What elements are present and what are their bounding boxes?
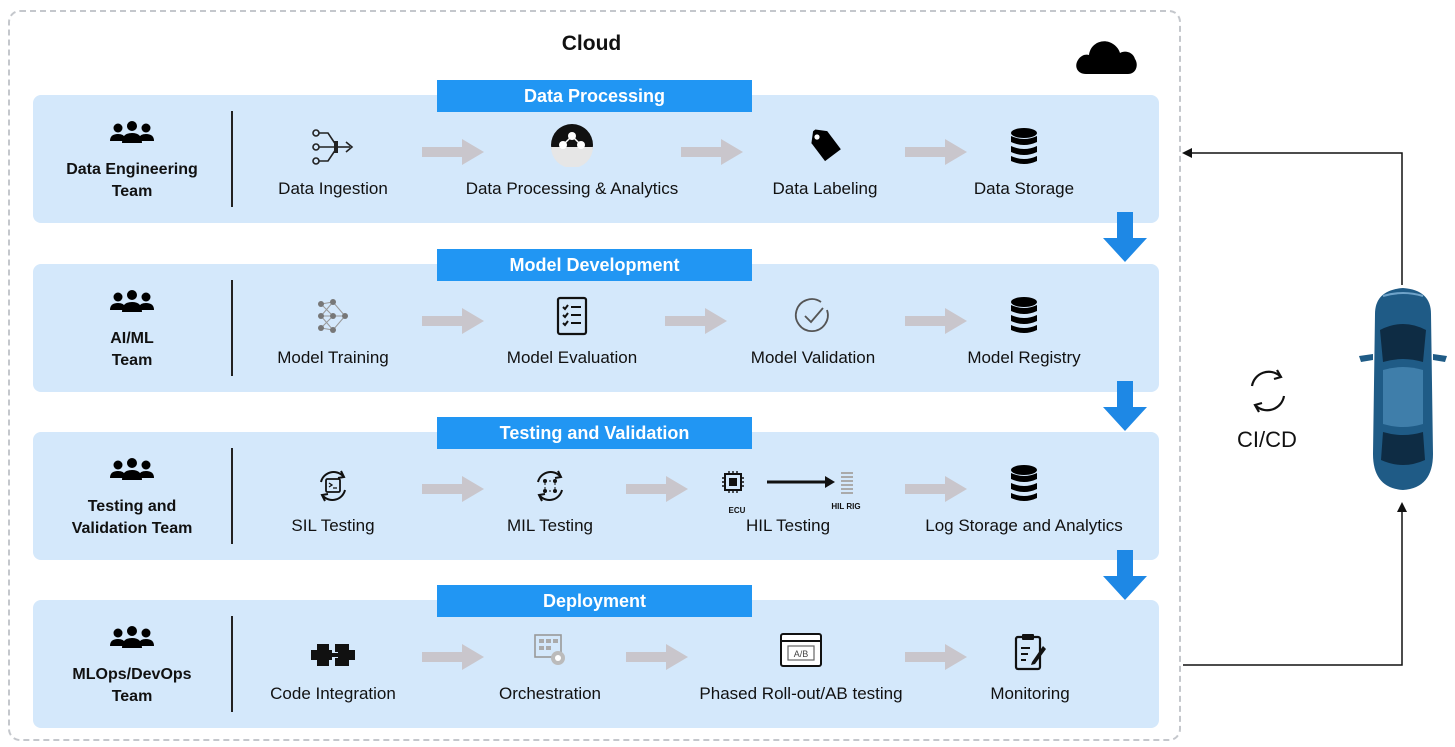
car-icon [1359, 288, 1447, 490]
team-icon [110, 458, 154, 480]
flow-arrow [422, 308, 484, 334]
tag-icon [811, 129, 841, 162]
step-code-integration: Code Integration [250, 600, 416, 728]
refresh-cycle-icon [1250, 369, 1286, 413]
database-icon [1011, 297, 1037, 333]
stage-testing-validation: Testing and Validation Testing and Valid… [33, 417, 1159, 560]
stage-title: Data Processing [437, 80, 752, 112]
divider [231, 616, 233, 712]
step-label: Monitoring [990, 684, 1070, 703]
puzzle-integration-icon [311, 644, 355, 666]
database-icon [1011, 465, 1037, 501]
team-icon [110, 121, 154, 143]
step-data-processing-analytics: Data Processing & Analytics [439, 95, 705, 223]
step-phased-rollout: A/B Phased Roll-out/AB testing [676, 600, 926, 728]
team-data-engineering: Data Engineering Team [33, 95, 231, 223]
team-icon [110, 626, 154, 648]
team-label: AI/ML Team [110, 330, 154, 369]
flow-arrow [626, 476, 688, 502]
step-data-labeling: Data Labeling [743, 95, 907, 223]
step-label: HIL Testing [745, 516, 831, 535]
checklist-icon [556, 296, 588, 336]
funnel-merge-icon [312, 129, 354, 165]
flow-arrow [905, 644, 967, 670]
stage-down-arrow [1103, 212, 1147, 262]
stage-model-development: Model Development AI/ML Team Model Train… [33, 249, 1159, 392]
step-label: Data Labeling [772, 179, 878, 198]
neural-network-icon [318, 299, 348, 333]
ecu-chip-icon [722, 471, 853, 494]
step-mil-testing: MIL Testing [479, 432, 621, 560]
cloud-title: Cloud [561, 32, 622, 55]
step-monitoring: Monitoring [963, 600, 1097, 728]
team-mlops-devops: MLOps/DevOps Team [33, 600, 231, 728]
flow-arrow [905, 139, 967, 165]
ab-test-window-icon: A/B [780, 633, 822, 667]
step-model-evaluation: Model Evaluation [473, 264, 671, 392]
step-label: Model Registry [967, 348, 1081, 367]
step-label: Orchestration [498, 684, 602, 703]
step-orchestration: Orchestration [479, 600, 621, 728]
team-icon [110, 290, 154, 312]
step-label: Log Storage and Analytics [925, 516, 1123, 535]
stage-data-processing: Data Processing Data Engineering Team Da… [33, 80, 1159, 223]
sil-cycle-icon [320, 470, 346, 502]
analytics-lens-icon [551, 124, 593, 167]
flow-arrow [422, 644, 484, 670]
step-hil-testing: ECU HIL RIG HIL Testing [703, 432, 873, 560]
clipboard-edit-icon [1014, 634, 1046, 671]
hil-rig-label: HIL RIG [831, 502, 861, 511]
mil-cycle-icon [537, 470, 563, 502]
step-label: Data Storage [973, 179, 1075, 198]
step-data-ingestion: Data Ingestion [250, 95, 416, 223]
step-log-storage-analytics: Log Storage and Analytics [891, 432, 1157, 560]
stage-title: Testing and Validation [437, 417, 752, 449]
cloud-icon [1076, 41, 1137, 74]
flow-arrow [665, 308, 727, 334]
step-label: Model Evaluation [506, 348, 638, 367]
flow-arrow [422, 476, 484, 502]
stage-down-arrow [1103, 550, 1147, 600]
stage-down-arrow [1103, 381, 1147, 431]
team-testing-validation: Testing and Validation Team [33, 432, 231, 560]
stage-title: Model Development [437, 249, 752, 281]
step-label: Data Ingestion [278, 179, 388, 198]
svg-text:A/B: A/B [794, 649, 809, 659]
step-label: Phased Roll-out/AB testing [699, 684, 903, 703]
step-data-storage: Data Storage [950, 95, 1098, 223]
step-label: Code Integration [270, 684, 396, 703]
flow-arrow [422, 139, 484, 165]
step-model-registry: Model Registry [944, 264, 1104, 392]
step-model-validation: Model Validation [725, 264, 901, 392]
step-model-training: Model Training [250, 264, 416, 392]
flow-arrow [905, 308, 967, 334]
team-ai-ml: AI/ML Team [33, 264, 231, 392]
database-icon [1011, 128, 1037, 164]
team-label: Data Engineering Team [66, 161, 198, 200]
step-label: Model Training [277, 348, 389, 367]
cicd-label: CI/CD [1237, 427, 1297, 452]
check-circle-icon [794, 298, 829, 332]
stage-title: Deployment [437, 585, 752, 617]
step-sil-testing: SIL Testing [263, 432, 403, 560]
stage-deployment: Deployment MLOps/DevOps Team Code Integr… [33, 585, 1159, 728]
flow-arrow [905, 476, 967, 502]
divider [231, 448, 233, 544]
divider [231, 111, 233, 207]
step-label: Data Processing & Analytics [465, 179, 679, 198]
divider [231, 280, 233, 376]
orchestration-icon [534, 634, 565, 665]
ecu-label: ECU [728, 506, 746, 515]
step-label: MIL Testing [507, 516, 593, 535]
flow-arrow [626, 644, 688, 670]
step-label: Model Validation [750, 348, 876, 367]
flow-arrow [681, 139, 743, 165]
step-label: SIL Testing [291, 516, 375, 535]
cloud-boundary [8, 10, 1181, 741]
team-label: MLOps/DevOps Team [72, 666, 192, 705]
team-label: Testing and Validation Team [71, 498, 193, 537]
